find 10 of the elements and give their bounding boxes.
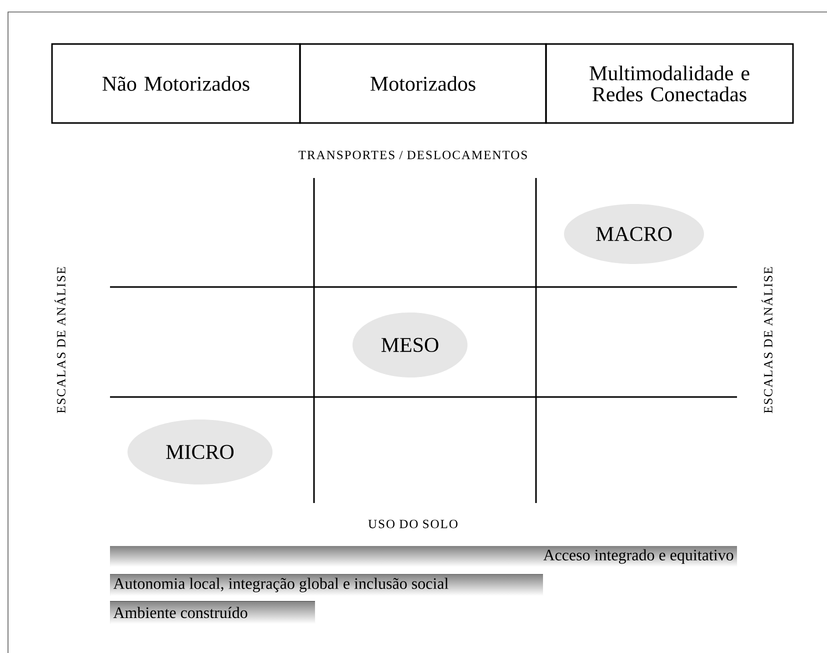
header-cell: Motorizados [299, 43, 547, 124]
shaded-bar: Acceso integrado e equitativo [110, 546, 737, 567]
axis-label: ESCALAS DE ANÁLISE [54, 267, 66, 414]
shaded-bar: Autonomia local, integração global e inclusão social [110, 574, 543, 596]
axis-label: TRANSPORTES / DESLOCAMENTOS [298, 150, 527, 160]
axis-label: USO DO SOLO [368, 520, 458, 528]
axis-label: ESCALAS DE ANÁLISE [762, 267, 772, 414]
header-cell: Não Motorizados [51, 43, 301, 124]
header-cell: Multimodalidade e Redes Conectadas [545, 43, 794, 124]
shaded-bar: Ambiente construído [110, 600, 315, 624]
